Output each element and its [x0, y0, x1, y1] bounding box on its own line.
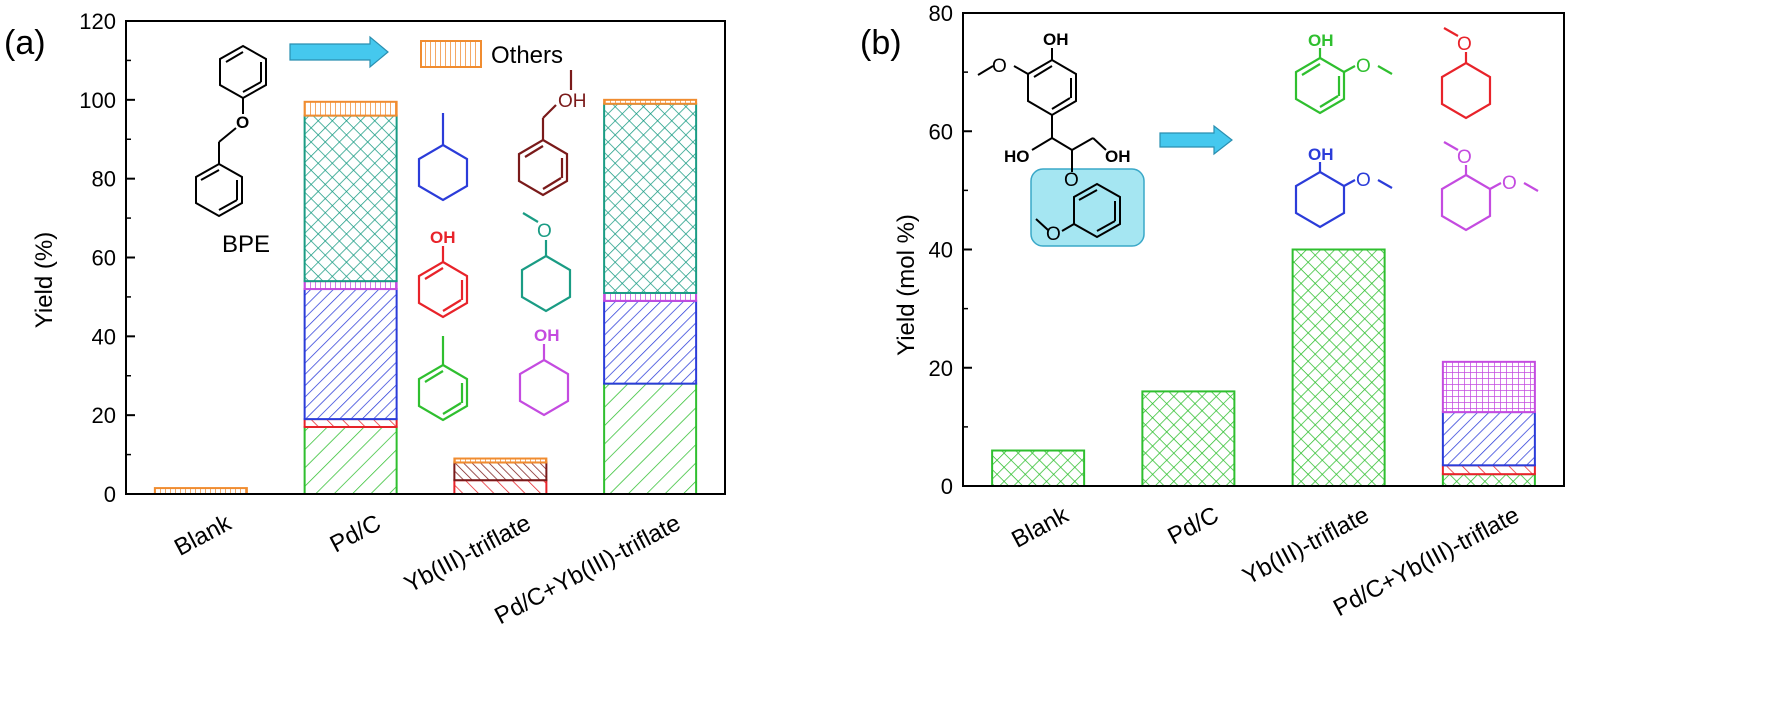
bars-a: [153, 98, 698, 495]
right-arrow-icon: [289, 35, 389, 69]
structure-toluene: [417, 336, 469, 422]
structure-phenol: [417, 246, 469, 319]
x-tick-label: Pd/C: [1163, 501, 1223, 550]
x-tick-label: Pd/C: [326, 509, 386, 558]
structure-label: OH: [1105, 147, 1131, 166]
bar-others: [303, 100, 398, 117]
bar-cyclohexanol: [303, 280, 398, 291]
structure-label: OH: [1308, 31, 1334, 50]
y-tick-label: 60: [929, 119, 953, 144]
structure-label: O: [1064, 170, 1079, 191]
bars-b: [991, 248, 1536, 487]
bar-methoxycyclohexane: [303, 114, 398, 283]
legend-label-others: Others: [491, 42, 563, 69]
structure-label: OH: [534, 326, 560, 345]
bar-cyclohexanol: [603, 291, 698, 302]
structure-label: O: [992, 56, 1007, 77]
bar-methylcyclohexane: [603, 299, 698, 385]
y-axis-title-b: Yield (mol %): [893, 214, 920, 356]
y-tick-label: 20: [92, 403, 116, 428]
structure-label: OH: [1308, 145, 1334, 164]
structure-methylcyclohexane: [417, 113, 469, 202]
structure-label: O: [1046, 224, 1061, 245]
legend-swatch-others: [420, 40, 482, 68]
bar-benzyl-methyl-ether: [453, 461, 548, 482]
bar-toluene: [603, 382, 698, 495]
panel-label-b: (b): [860, 24, 902, 62]
y-axis-title-a: Yield (%): [31, 232, 58, 328]
bar-2-methoxycyclohexanol: [1441, 411, 1536, 467]
x-tick-label: Yb(III)-triflate: [1238, 501, 1373, 590]
structure-label: O: [1502, 173, 1517, 194]
structure-lignin-dimer: [977, 48, 1121, 239]
structure-benzyl-phenyl-ether: [195, 44, 267, 218]
structure-benzyl-methyl-ether: [517, 70, 573, 197]
structure-methoxycyclohexane: [520, 212, 572, 313]
bar-others: [453, 457, 548, 464]
bar-1,2-dimethoxycyclohexane: [1441, 360, 1536, 414]
bar-methoxycyclohexane: [603, 102, 698, 294]
structure-methoxycyclohexane: [1440, 27, 1492, 120]
y-tick-label: 40: [929, 238, 953, 263]
bar-phenol: [453, 479, 548, 495]
right-arrow-icon: [1159, 124, 1233, 156]
structure-1-2-dimethoxycyclohexane: [1440, 141, 1539, 232]
y-tick-label: 80: [929, 1, 953, 26]
bar-phenol: [303, 418, 398, 428]
y-tick-label: 0: [104, 482, 116, 507]
y-tick-label: 40: [92, 324, 116, 349]
x-tick-label: Yb(III)-triflate: [400, 509, 535, 598]
structure-label: HO: [1004, 147, 1030, 166]
structure-cyclohexanol: [518, 344, 570, 417]
bar-guaiacol: [1291, 248, 1386, 487]
structure-label: OH: [1043, 30, 1069, 49]
structure-label: OH: [558, 91, 587, 112]
structure-label: O: [1457, 34, 1472, 55]
legend-a: Others: [289, 35, 563, 69]
structure-label: OH: [430, 228, 456, 247]
y-tick-label: 120: [79, 9, 116, 34]
structure-label: O: [537, 221, 552, 242]
bar-methylcyclohexane: [303, 288, 398, 421]
structure-2-methoxycyclohexanol: [1294, 162, 1393, 229]
panel-label-a: (a): [4, 24, 46, 62]
bar-toluene: [303, 425, 398, 495]
x-tick-label: Blank: [1007, 501, 1074, 553]
bar-guaiacol: [991, 449, 1086, 487]
structure-guaiacol: [1294, 48, 1393, 115]
structure-label: O: [1457, 147, 1472, 168]
y-tick-label: 100: [79, 88, 116, 113]
structure-label: O: [1356, 56, 1371, 77]
structure-label: O: [1356, 170, 1371, 191]
bar-methoxycyclohexane: [1441, 464, 1536, 476]
y-tick-label: 0: [941, 474, 953, 499]
y-tick-label: 20: [929, 356, 953, 381]
annotation-bpe: BPE: [222, 231, 270, 258]
bar-others: [603, 98, 698, 105]
y-tick-label: 60: [92, 246, 116, 271]
bar-guaiacol: [1441, 473, 1536, 487]
y-tick-label: 80: [92, 167, 116, 192]
structure-label: O: [236, 113, 249, 132]
bar-guaiacol: [1141, 390, 1236, 487]
x-tick-label: Blank: [170, 509, 237, 561]
